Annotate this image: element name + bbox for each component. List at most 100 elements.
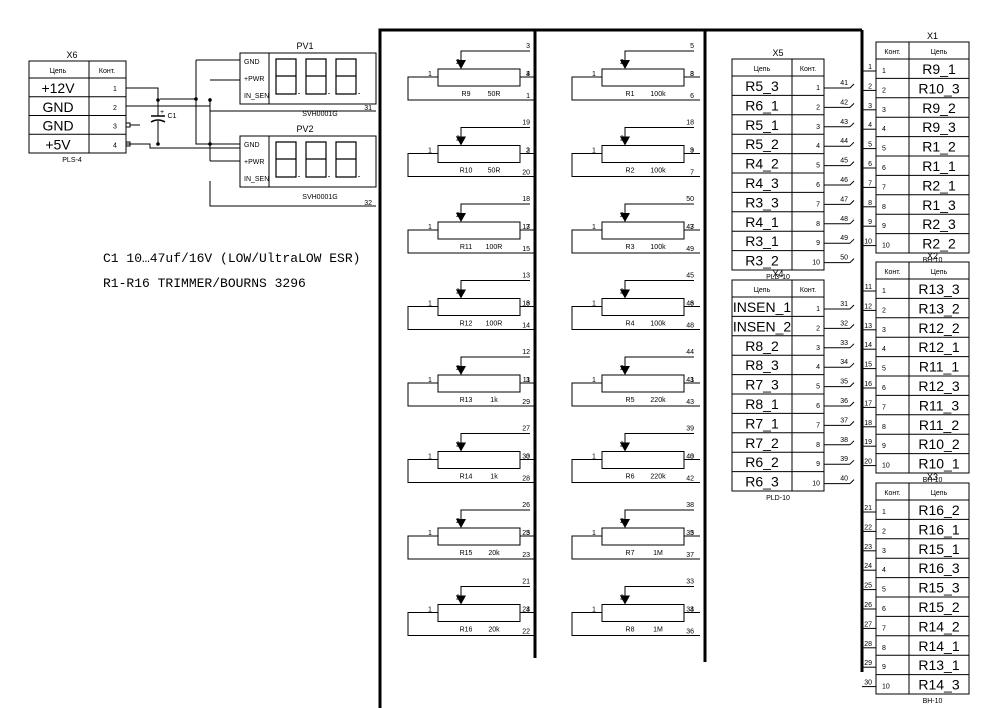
wire-number: 28 [522, 476, 530, 483]
wiper-arrow [620, 366, 630, 375]
net-name: R4_1 [745, 214, 779, 230]
pin-label: 2 [456, 442, 460, 449]
pin-number: 8 [882, 424, 886, 431]
resistor-body [437, 374, 521, 393]
junction-dot [156, 142, 160, 146]
part-number: BH-10 [923, 698, 943, 705]
pin-label: 1 [428, 530, 432, 537]
net-name: R13_1 [918, 657, 959, 673]
wiper-arrow [456, 366, 466, 375]
wire [571, 306, 700, 330]
wire-number: 46 [840, 177, 848, 184]
wire-number: 17 [522, 224, 530, 231]
column-header: Конт. [884, 49, 900, 56]
net-name: R7_1 [745, 415, 779, 431]
wire-number: 2 [526, 148, 530, 155]
column-header: Цепь [754, 287, 771, 294]
wire [624, 50, 694, 60]
capacitor-plate [150, 119, 166, 123]
pin-number: 7 [816, 201, 820, 208]
wire-number: 49 [840, 235, 848, 242]
net-name: R16_2 [918, 502, 959, 518]
resistor-ref: R13 [460, 397, 473, 404]
pin-label: 1 [592, 71, 596, 78]
wire-number: 14 [864, 342, 872, 349]
pin-number: 4 [816, 143, 820, 150]
pin-number: 3 [882, 327, 886, 334]
resistor-ref: R8 [626, 627, 635, 634]
pin-number: 2 [816, 104, 820, 111]
pin-number: 5 [816, 384, 820, 391]
pin-number: 2 [882, 528, 886, 535]
wire-number: 23 [522, 552, 530, 559]
wire [849, 343, 855, 349]
wire [407, 229, 536, 254]
junction-dot [194, 97, 198, 101]
net-name: R5_1 [745, 117, 779, 133]
wire-number: 8 [690, 71, 694, 78]
column-header: Цепь [931, 269, 948, 276]
wire-number: 7 [690, 170, 694, 177]
wire [849, 238, 855, 244]
pin-label: 3 [690, 377, 694, 384]
junction-dot [208, 142, 212, 146]
pin-label: 2 [456, 289, 460, 296]
meter-ref: PV2 [296, 124, 313, 134]
wire [849, 103, 855, 108]
resistor-body [437, 221, 521, 240]
net-name: R11_1 [919, 359, 959, 375]
resistor-ref: R1 [626, 91, 635, 98]
wire-number: 32 [840, 320, 848, 327]
pin-number: 8 [816, 221, 820, 228]
wire-number: 6 [868, 161, 872, 168]
net-name: R7_3 [745, 377, 779, 393]
wire [624, 203, 694, 213]
wire [849, 141, 855, 147]
wire [849, 479, 855, 484]
net-name: R12_3 [918, 378, 959, 394]
wire-number: 44 [686, 349, 694, 356]
pin-number: 4 [113, 142, 117, 149]
wire-number: 18 [522, 196, 530, 203]
resistor-value: 1k [490, 397, 498, 404]
wire [849, 304, 855, 310]
wire-number: 47 [686, 224, 694, 231]
net-name: R15_2 [918, 599, 959, 615]
wire-number: 20 [864, 459, 872, 466]
wire [624, 356, 694, 366]
column-header: Цепь [931, 49, 948, 56]
resistor-value: 100k [650, 321, 666, 328]
wire-number: 23 [864, 544, 872, 551]
pin-label: 1 [592, 301, 596, 308]
pin-label: 2 [620, 518, 624, 525]
pin-number: 7 [882, 404, 886, 411]
wire [624, 433, 694, 443]
wire [460, 356, 530, 366]
polarity-mark: + [160, 109, 164, 116]
wiper-arrow [620, 442, 630, 452]
meter-pin: IN_SEN [244, 176, 269, 183]
wire-number: 24 [864, 563, 872, 570]
connector-ref: X6 [66, 50, 77, 60]
pin-number: 3 [816, 345, 820, 352]
pin-number: 2 [882, 307, 886, 314]
wire-number: 19 [864, 439, 872, 446]
pin-label: 1 [592, 377, 596, 384]
meter-body [239, 52, 377, 105]
pin-number: 1 [816, 306, 820, 313]
net-name: R4_2 [745, 156, 779, 172]
net-name: R6_3 [745, 474, 779, 490]
pin-number: 9 [882, 664, 886, 671]
wire [126, 87, 159, 112]
wire [849, 440, 855, 446]
wiper-arrow [620, 519, 630, 528]
connector-ref: X1 [927, 31, 938, 41]
net-name: R6_1 [745, 97, 779, 113]
